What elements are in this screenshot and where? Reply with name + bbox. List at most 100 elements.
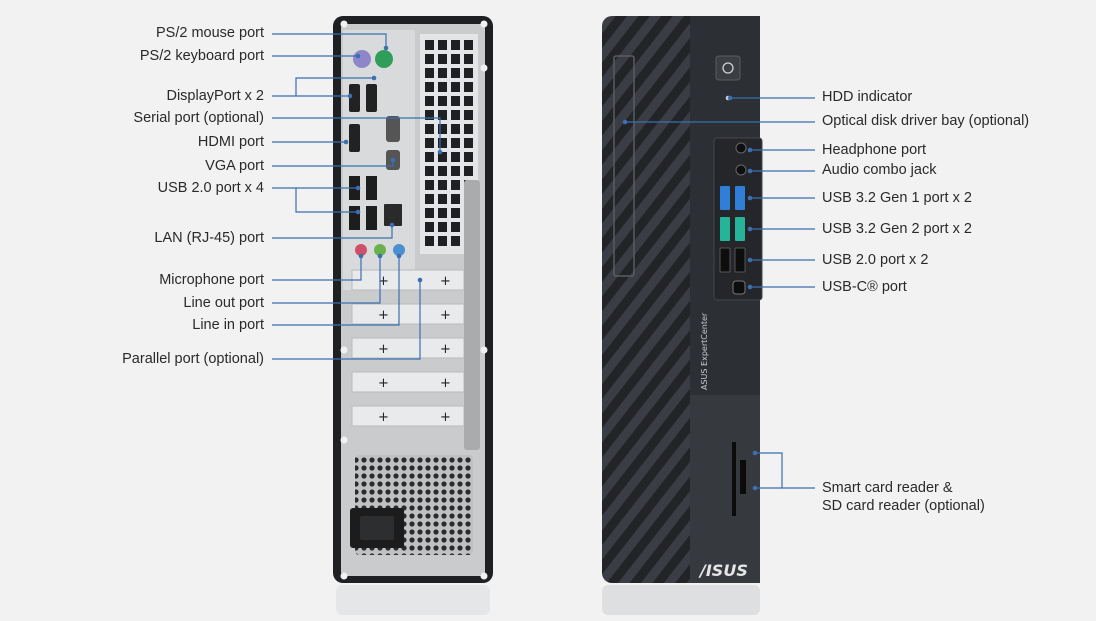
label-usb20-front: USB 2.0 port x 2	[822, 252, 929, 268]
line-out-jack	[374, 244, 386, 256]
displayport-2	[366, 84, 377, 112]
label-vga-port: VGA port	[205, 158, 264, 174]
dot-smart-card	[752, 450, 758, 456]
slot-screw: +	[378, 342, 389, 357]
label-displayport: DisplayPort x 2	[166, 88, 264, 104]
rear-view: ++++++++++	[333, 16, 493, 615]
dot-line-in	[396, 253, 402, 259]
label-usb20-rear: USB 2.0 port x 4	[157, 180, 264, 196]
label-ps2-mouse-port: PS/2 mouse port	[156, 25, 264, 41]
slot-screw: +	[378, 410, 389, 425]
label-headphone-port: Headphone port	[822, 142, 926, 158]
label-serial-port: Serial port (optional)	[133, 110, 264, 126]
usb20-front-1	[719, 247, 731, 273]
label-lan-port: LAN (RJ-45) port	[154, 230, 264, 246]
line-ps2-mouse	[272, 33, 387, 48]
case-screw	[480, 572, 488, 580]
label-card-reader-line2: SD card reader (optional)	[822, 498, 985, 514]
power-button	[715, 55, 741, 81]
label-microphone-port: Microphone port	[159, 272, 264, 288]
usb-rear-2	[366, 176, 377, 200]
dot-vga	[390, 157, 396, 163]
sd-card-slot	[740, 460, 746, 494]
line-displayport-upper	[295, 77, 374, 96]
line-parallel	[272, 280, 421, 360]
usbc-connector	[732, 280, 746, 295]
case-screw	[480, 64, 488, 72]
dot-usbc	[747, 284, 753, 290]
serial-connector	[386, 116, 400, 142]
usb32-gen2-1	[720, 217, 730, 241]
side-brand-text: ASUS ExpertCenter	[700, 312, 709, 390]
usb-rear-3	[349, 206, 360, 230]
dot-optical	[622, 119, 628, 125]
asus-logo: /ISUS	[698, 561, 748, 580]
dot-usb32-gen2	[747, 226, 753, 232]
dot-displayport-1	[371, 75, 377, 81]
usb32-gen1-2	[735, 186, 745, 210]
label-card-reader-line1: Smart card reader &	[822, 480, 953, 496]
label-hdmi-port: HDMI port	[197, 134, 264, 150]
dot-displayport-2	[347, 93, 353, 99]
usb-rear-4	[366, 206, 377, 230]
ps2-keyboard-connector	[375, 50, 393, 68]
line-lan	[272, 225, 393, 239]
rear-reflection	[336, 585, 490, 615]
optical-bay	[613, 55, 635, 277]
case-screw	[480, 346, 488, 354]
label-usb32-gen1: USB 3.2 Gen 1 port x 2	[822, 190, 972, 206]
dot-usb-rear-2	[355, 209, 361, 215]
dot-line-out	[377, 253, 383, 259]
smart-card-slot	[732, 442, 736, 516]
line-mic	[272, 256, 362, 281]
power-socket-inner	[360, 516, 394, 540]
slot-screw: +	[440, 308, 451, 323]
power-icon	[722, 62, 734, 74]
dot-parallel	[417, 277, 423, 283]
line-usb-rear-a	[272, 187, 358, 213]
dot-serial	[437, 149, 443, 155]
dot-hdd	[727, 95, 733, 101]
front-reflection	[602, 585, 760, 615]
dot-sd-card	[752, 485, 758, 491]
slot-screw: +	[378, 308, 389, 323]
slot-screw: +	[378, 274, 389, 289]
dot-ps2-mouse	[383, 45, 389, 51]
slot-screw: +	[440, 376, 451, 391]
case-screw	[340, 346, 348, 354]
usb20-front-2	[734, 247, 746, 273]
dot-hdmi	[343, 139, 349, 145]
dot-mic	[358, 253, 364, 259]
usb32-gen2-2	[735, 217, 745, 241]
dot-audio-combo	[747, 168, 753, 174]
dot-lan	[389, 222, 395, 228]
dot-headphone	[747, 147, 753, 153]
case-screw	[480, 20, 488, 28]
slot-screw: +	[440, 342, 451, 357]
slot-screw: +	[440, 274, 451, 289]
hdmi-connector	[349, 124, 360, 152]
side-rail	[464, 180, 480, 450]
front-lower-panel	[690, 395, 760, 583]
label-audio-combo-jack: Audio combo jack	[822, 162, 937, 178]
usb32-gen1-1	[720, 186, 730, 210]
label-usb32-gen2: USB 3.2 Gen 2 port x 2	[822, 221, 972, 237]
label-parallel-port: Parallel port (optional)	[122, 351, 264, 367]
dot-usb32-gen1	[747, 195, 753, 201]
label-optical-bay: Optical disk driver bay (optional)	[822, 113, 1030, 129]
headphone-jack	[735, 142, 747, 154]
mic-jack	[355, 244, 367, 256]
dot-usb-rear-1	[355, 185, 361, 191]
displayport-1	[349, 84, 360, 112]
label-ps2-keyboard-port: PS/2 keyboard port	[139, 48, 264, 64]
label-usbc-port: USB-C® port	[822, 279, 907, 295]
case-screw	[340, 436, 348, 444]
audio-combo-jack	[735, 164, 747, 176]
line-line-in	[272, 256, 400, 326]
callout-lines	[272, 33, 815, 491]
case-screw	[340, 572, 348, 580]
case-screw	[340, 20, 348, 28]
dot-usb20-front	[747, 257, 753, 263]
